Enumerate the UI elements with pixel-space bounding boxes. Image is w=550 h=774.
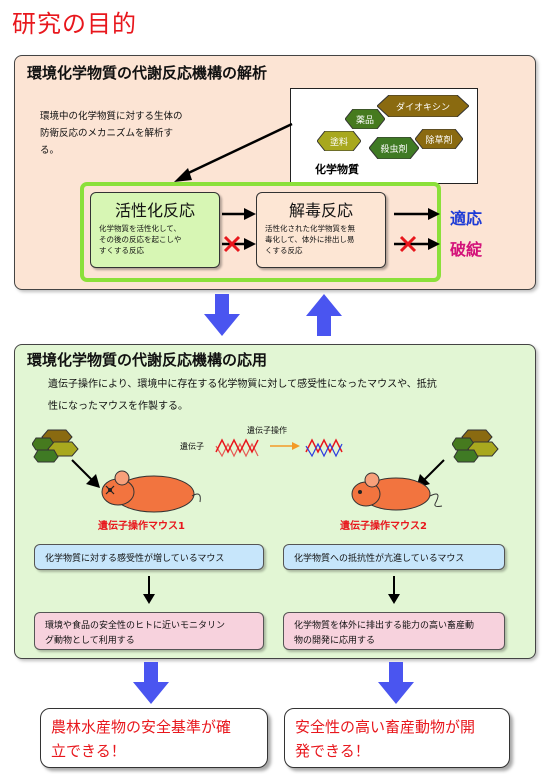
chemical-cluster-icon	[452, 429, 499, 463]
down-arrow-icon	[388, 576, 400, 604]
mouse2-use-box: 化学物質を体外に排出する能力の高い畜産動 物の開発に応用する	[283, 612, 505, 650]
activation-text-line: その後の反応を起こしや	[99, 235, 182, 244]
conclusion-left: 農林水産物の安全基準が確 立できる！	[40, 708, 268, 768]
mouse2-use-line: 物の開発に応用する	[294, 636, 376, 646]
chemical-label-paint: 塗料	[329, 137, 348, 148]
application-panel-title: 環境化学物質の代謝反応機構の応用	[27, 351, 268, 369]
mouse-illustration	[351, 472, 443, 511]
activation-to-detox-arrows	[222, 208, 256, 250]
description-line: 遺伝子操作により、環境中に存在する化学物質に対して感受性になったマウスや、抵抗	[48, 379, 437, 390]
gene-modification-graphic	[215, 438, 343, 458]
mouse2-trait-box: 化学物質への抵抗性が亢進しているマウス	[283, 544, 505, 570]
description-line: 防衛反応のメカニズムを解析す	[40, 128, 174, 139]
diagonal-arrow	[71, 459, 100, 488]
chemical-label-insecticide: 殺虫剤	[380, 144, 408, 155]
detox-title: 解毒反応	[288, 201, 353, 220]
detox-text-line: くする反応	[265, 246, 303, 255]
chemicals-box: ダイオキシン 薬品 塗料 殺虫剤 除草剤 化学物質	[290, 88, 478, 184]
mouse1-trait: 化学物質に対する感受性が増しているマウス	[45, 553, 225, 564]
description-line: 環境中の化学物質に対する生体の	[40, 111, 183, 122]
detox-text-line: 毒化して、体外に排出し易	[265, 235, 355, 244]
mouse1-label: 遺伝子操作マウス1	[98, 521, 185, 532]
activation-reaction-box: 活性化反応 化学物質を活性化して、 その後の反応を起こしや すくする反応	[90, 192, 220, 268]
down-arrow-icon	[143, 576, 155, 604]
conclusion-left-line: 農林水産物の安全基準が確	[51, 718, 232, 736]
description-line: る。	[40, 145, 60, 156]
mouse1-use-line: グ動物として利用する	[45, 636, 135, 646]
mouse-illustration	[101, 470, 201, 513]
conclusion-right: 安全性の高い畜産動物が開 発できる！	[284, 708, 510, 768]
chemical-label-dioxin: ダイオキシン	[395, 102, 450, 113]
hexagon-shape: 除草剤	[414, 128, 464, 150]
cross-mark-icon	[223, 235, 241, 253]
mouse2-use-line: 化学物質を体外に排出する能力の高い畜産動	[294, 621, 475, 631]
activation-text-line: 化学物質を活性化して、	[99, 224, 181, 233]
activation-title: 活性化反応	[114, 201, 195, 220]
outcome-failure: 破綻	[450, 240, 483, 259]
chemical-label-drugs: 薬品	[355, 115, 374, 126]
activation-text-line: すくする反応	[99, 246, 144, 255]
chemical-label-herbicide: 除草剤	[425, 135, 453, 146]
mouse1-trait-box: 化学物質に対する感受性が増しているマウス	[34, 544, 264, 570]
cross-mark-icon	[399, 235, 417, 253]
detox-text: 活性化された化学物質を無 毒化して、体外に排出し易 くする反応	[257, 221, 385, 258]
hexagon-shape: 殺虫剤	[368, 136, 420, 160]
conclusion-left-line: 立できる！	[51, 742, 126, 760]
application-description: 遺伝子操作により、環境中に存在する化学物質に対して感受性になったマウスや、抵抗 …	[48, 374, 437, 418]
mouse2-trait: 化学物質への抵抗性が亢進しているマウス	[294, 553, 465, 564]
gene-label: 遺伝子	[180, 442, 204, 451]
conclusion-right-line: 安全性の高い畜産動物が開	[295, 718, 476, 736]
description-line: 性になったマウスを作製する。	[48, 401, 188, 412]
mouse1-use-line: 環境や食品の安全性のヒトに近いモニタリン	[45, 621, 226, 631]
mouse1-use-box: 環境や食品の安全性のヒトに近いモニタリン グ動物として利用する	[34, 612, 264, 650]
detox-text-line: 活性化された化学物質を無	[265, 224, 355, 233]
detox-reaction-box: 解毒反応 活性化された化学物質を無 毒化して、体外に排出し易 くする反応	[256, 192, 386, 268]
analysis-panel-title: 環境化学物質の代謝反応機構の解析	[27, 64, 268, 82]
page-title: 研究の目的	[12, 10, 137, 38]
chemicals-label: 化学物質	[315, 163, 359, 176]
outcome-adapt: 適応	[450, 209, 483, 228]
down-arrow-icon	[133, 662, 169, 704]
down-arrow-icon	[378, 662, 414, 704]
down-arrow-icon	[204, 294, 240, 336]
diagonal-arrow	[174, 122, 293, 182]
up-arrow-icon	[306, 294, 342, 336]
conclusion-right-line: 発できる！	[295, 742, 370, 760]
analysis-description: 環境中の化学物質に対する生体の 防衛反応のメカニズムを解析す る。	[40, 108, 183, 159]
activation-text: 化学物質を活性化して、 その後の反応を起こしや すくする反応	[91, 221, 219, 258]
application-panel	[14, 344, 536, 659]
gene-operation-label: 遺伝子操作	[247, 426, 287, 435]
hexagon-shape: 薬品	[344, 108, 386, 130]
mouse2-label: 遺伝子操作マウス2	[340, 521, 427, 532]
hexagon-shape: ダイオキシン	[376, 94, 470, 118]
reaction-frame	[80, 182, 441, 282]
chemical-cluster-icon	[32, 429, 79, 463]
hexagon-shape: 塗料	[316, 130, 362, 152]
detox-to-outcome-arrows	[394, 208, 440, 250]
